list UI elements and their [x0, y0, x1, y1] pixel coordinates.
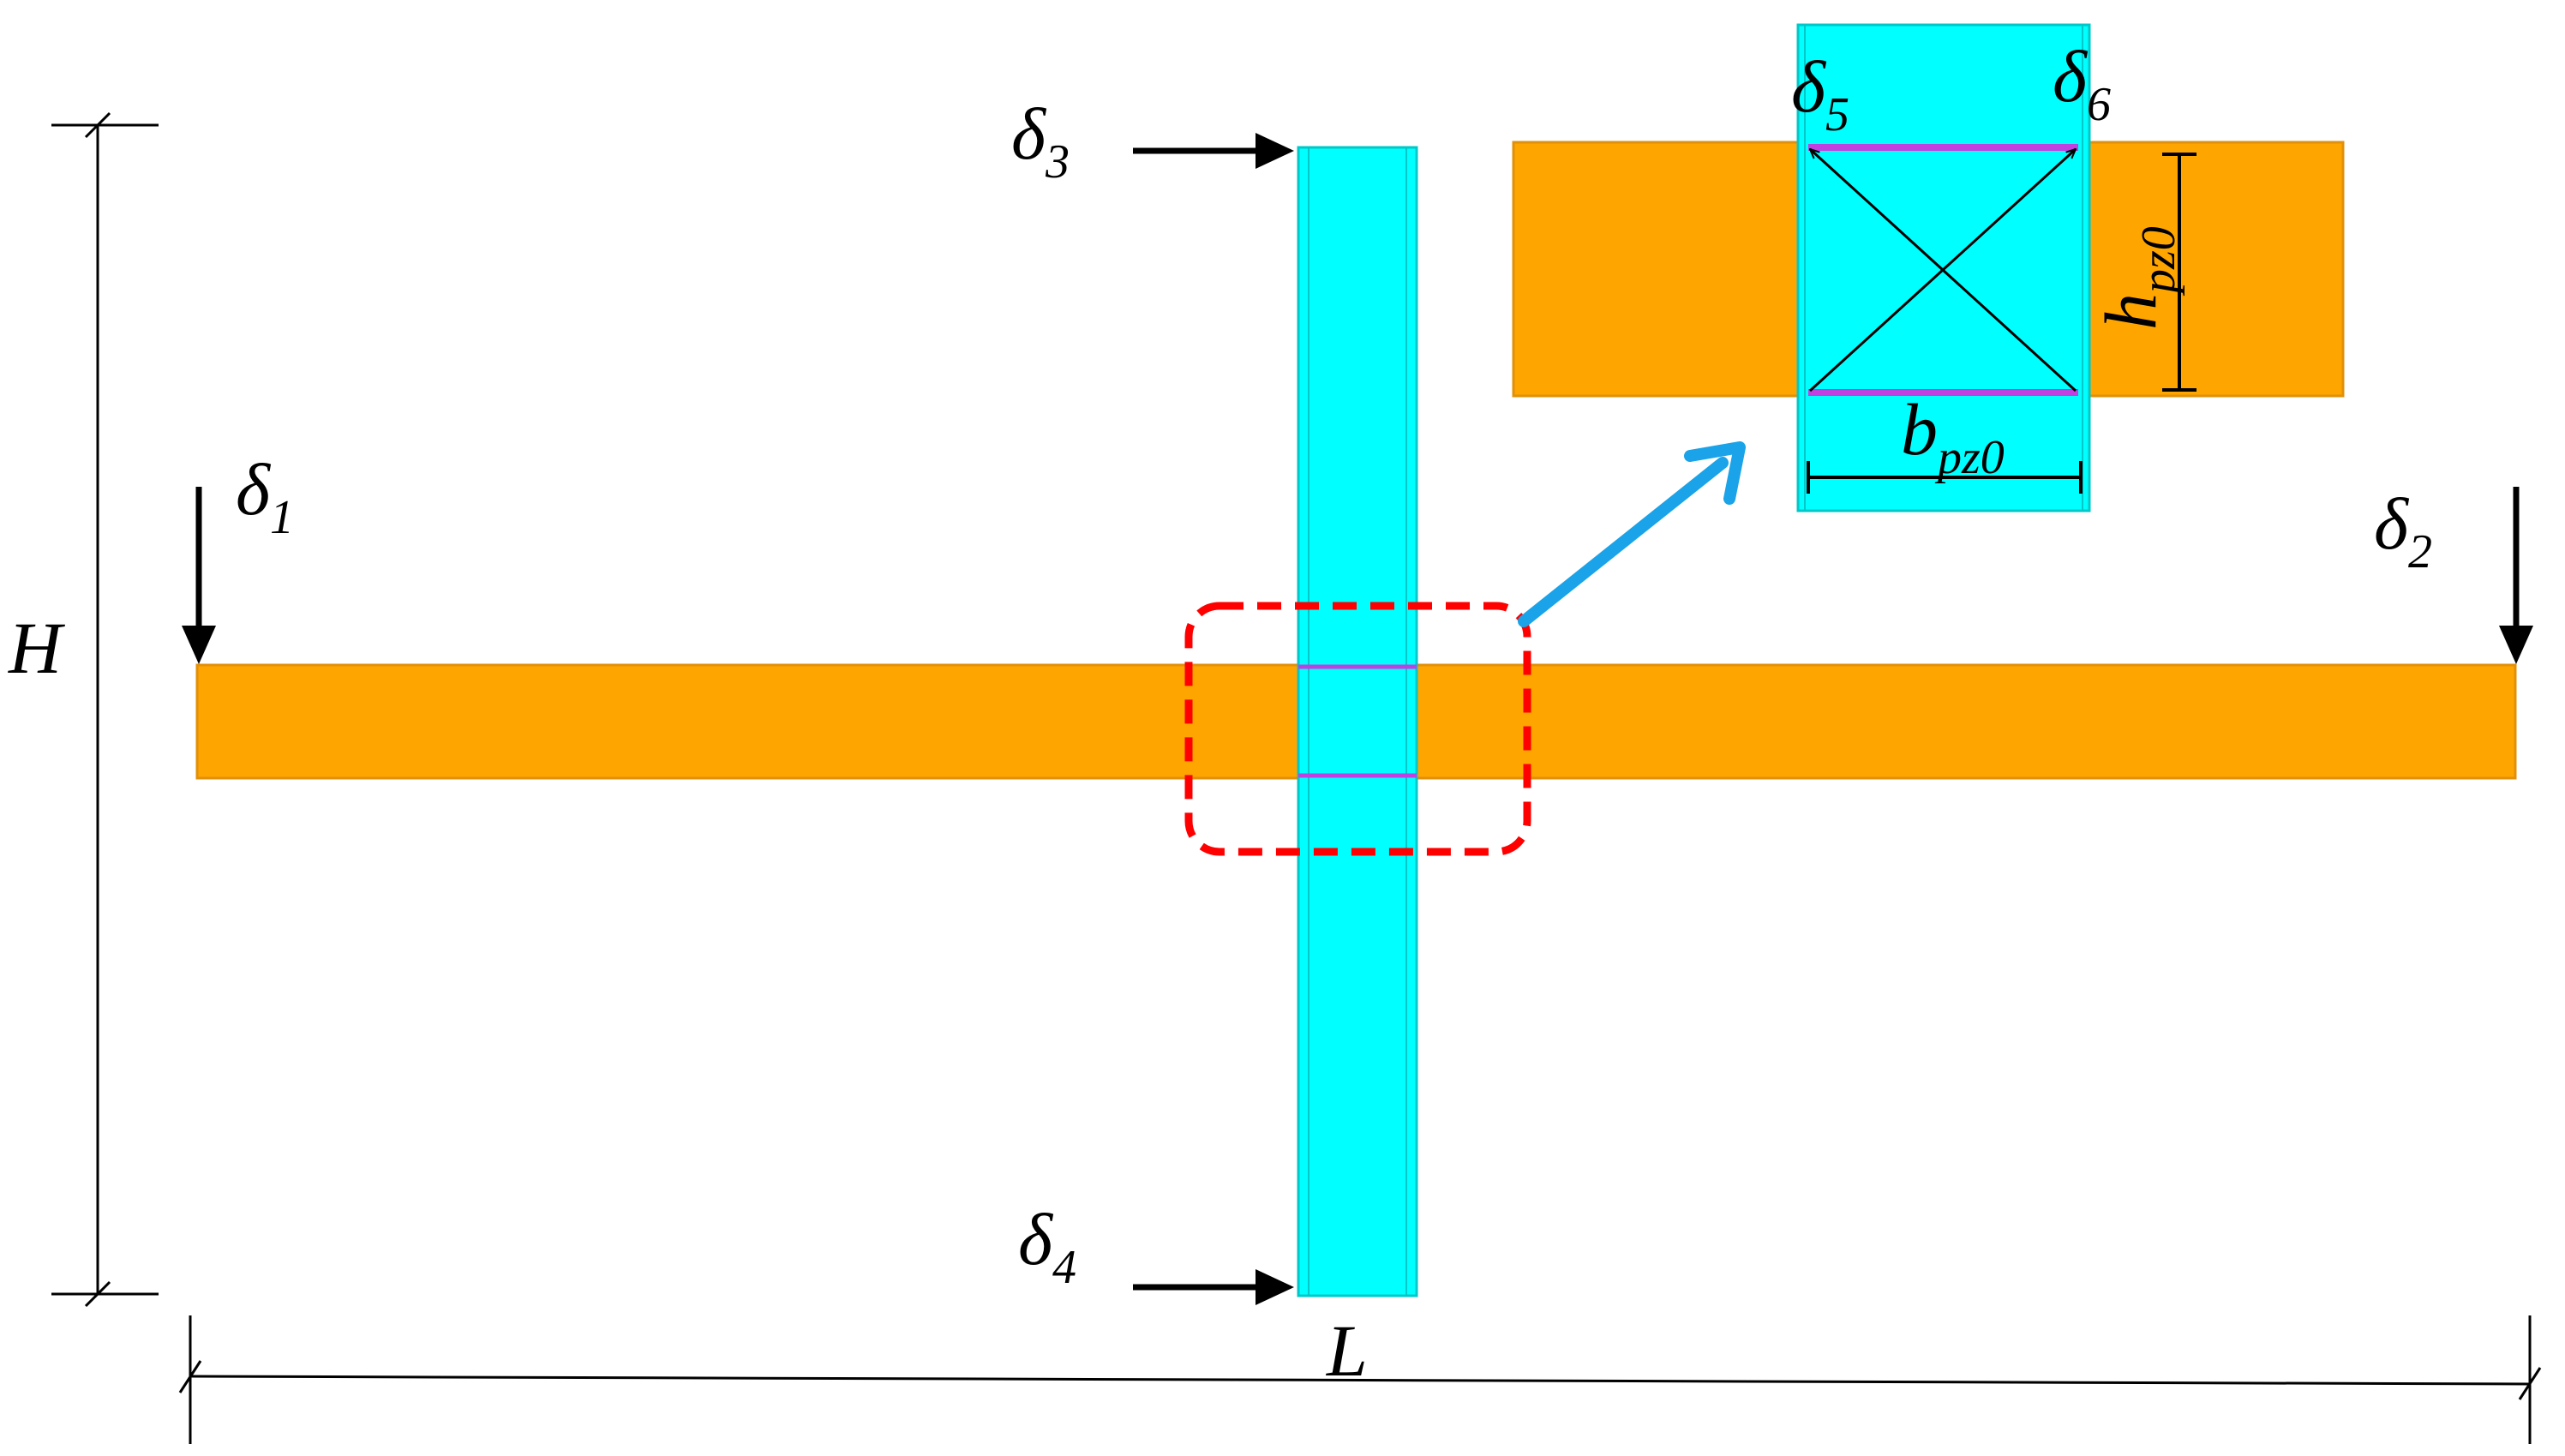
column — [1297, 146, 1418, 1297]
label-h: H — [8, 607, 65, 689]
arrow-delta-1 — [182, 487, 216, 664]
label-delta-5: δ5 — [1791, 45, 1849, 141]
diagonal-arrow-delta-6 — [1808, 149, 2076, 392]
label-delta-4: δ4 — [1018, 1198, 1076, 1294]
zoom-box — [1184, 602, 1531, 856]
detail-inset — [1512, 23, 2345, 512]
label-delta-6: δ6 — [2053, 35, 2111, 131]
arrow-delta-2 — [2499, 487, 2533, 664]
label-h-pz0: hpz0 — [2089, 226, 2185, 330]
dimension-h — [51, 111, 159, 1308]
label-delta-2: δ2 — [2374, 482, 2432, 578]
dimension-b-pz0 — [1807, 461, 2083, 494]
label-l: L — [1325, 1309, 1368, 1392]
arrow-delta-4 — [1133, 1269, 1294, 1305]
zoom-arrow — [1518, 441, 1746, 627]
dimension-l — [178, 1315, 2542, 1444]
label-delta-1: δ1 — [236, 448, 294, 544]
label-delta-3: δ3 — [1011, 93, 1070, 189]
dimension-h-pz0 — [2162, 153, 2196, 392]
label-b-pz0: bpz0 — [1901, 388, 2005, 484]
arrow-delta-3 — [1133, 133, 1294, 169]
